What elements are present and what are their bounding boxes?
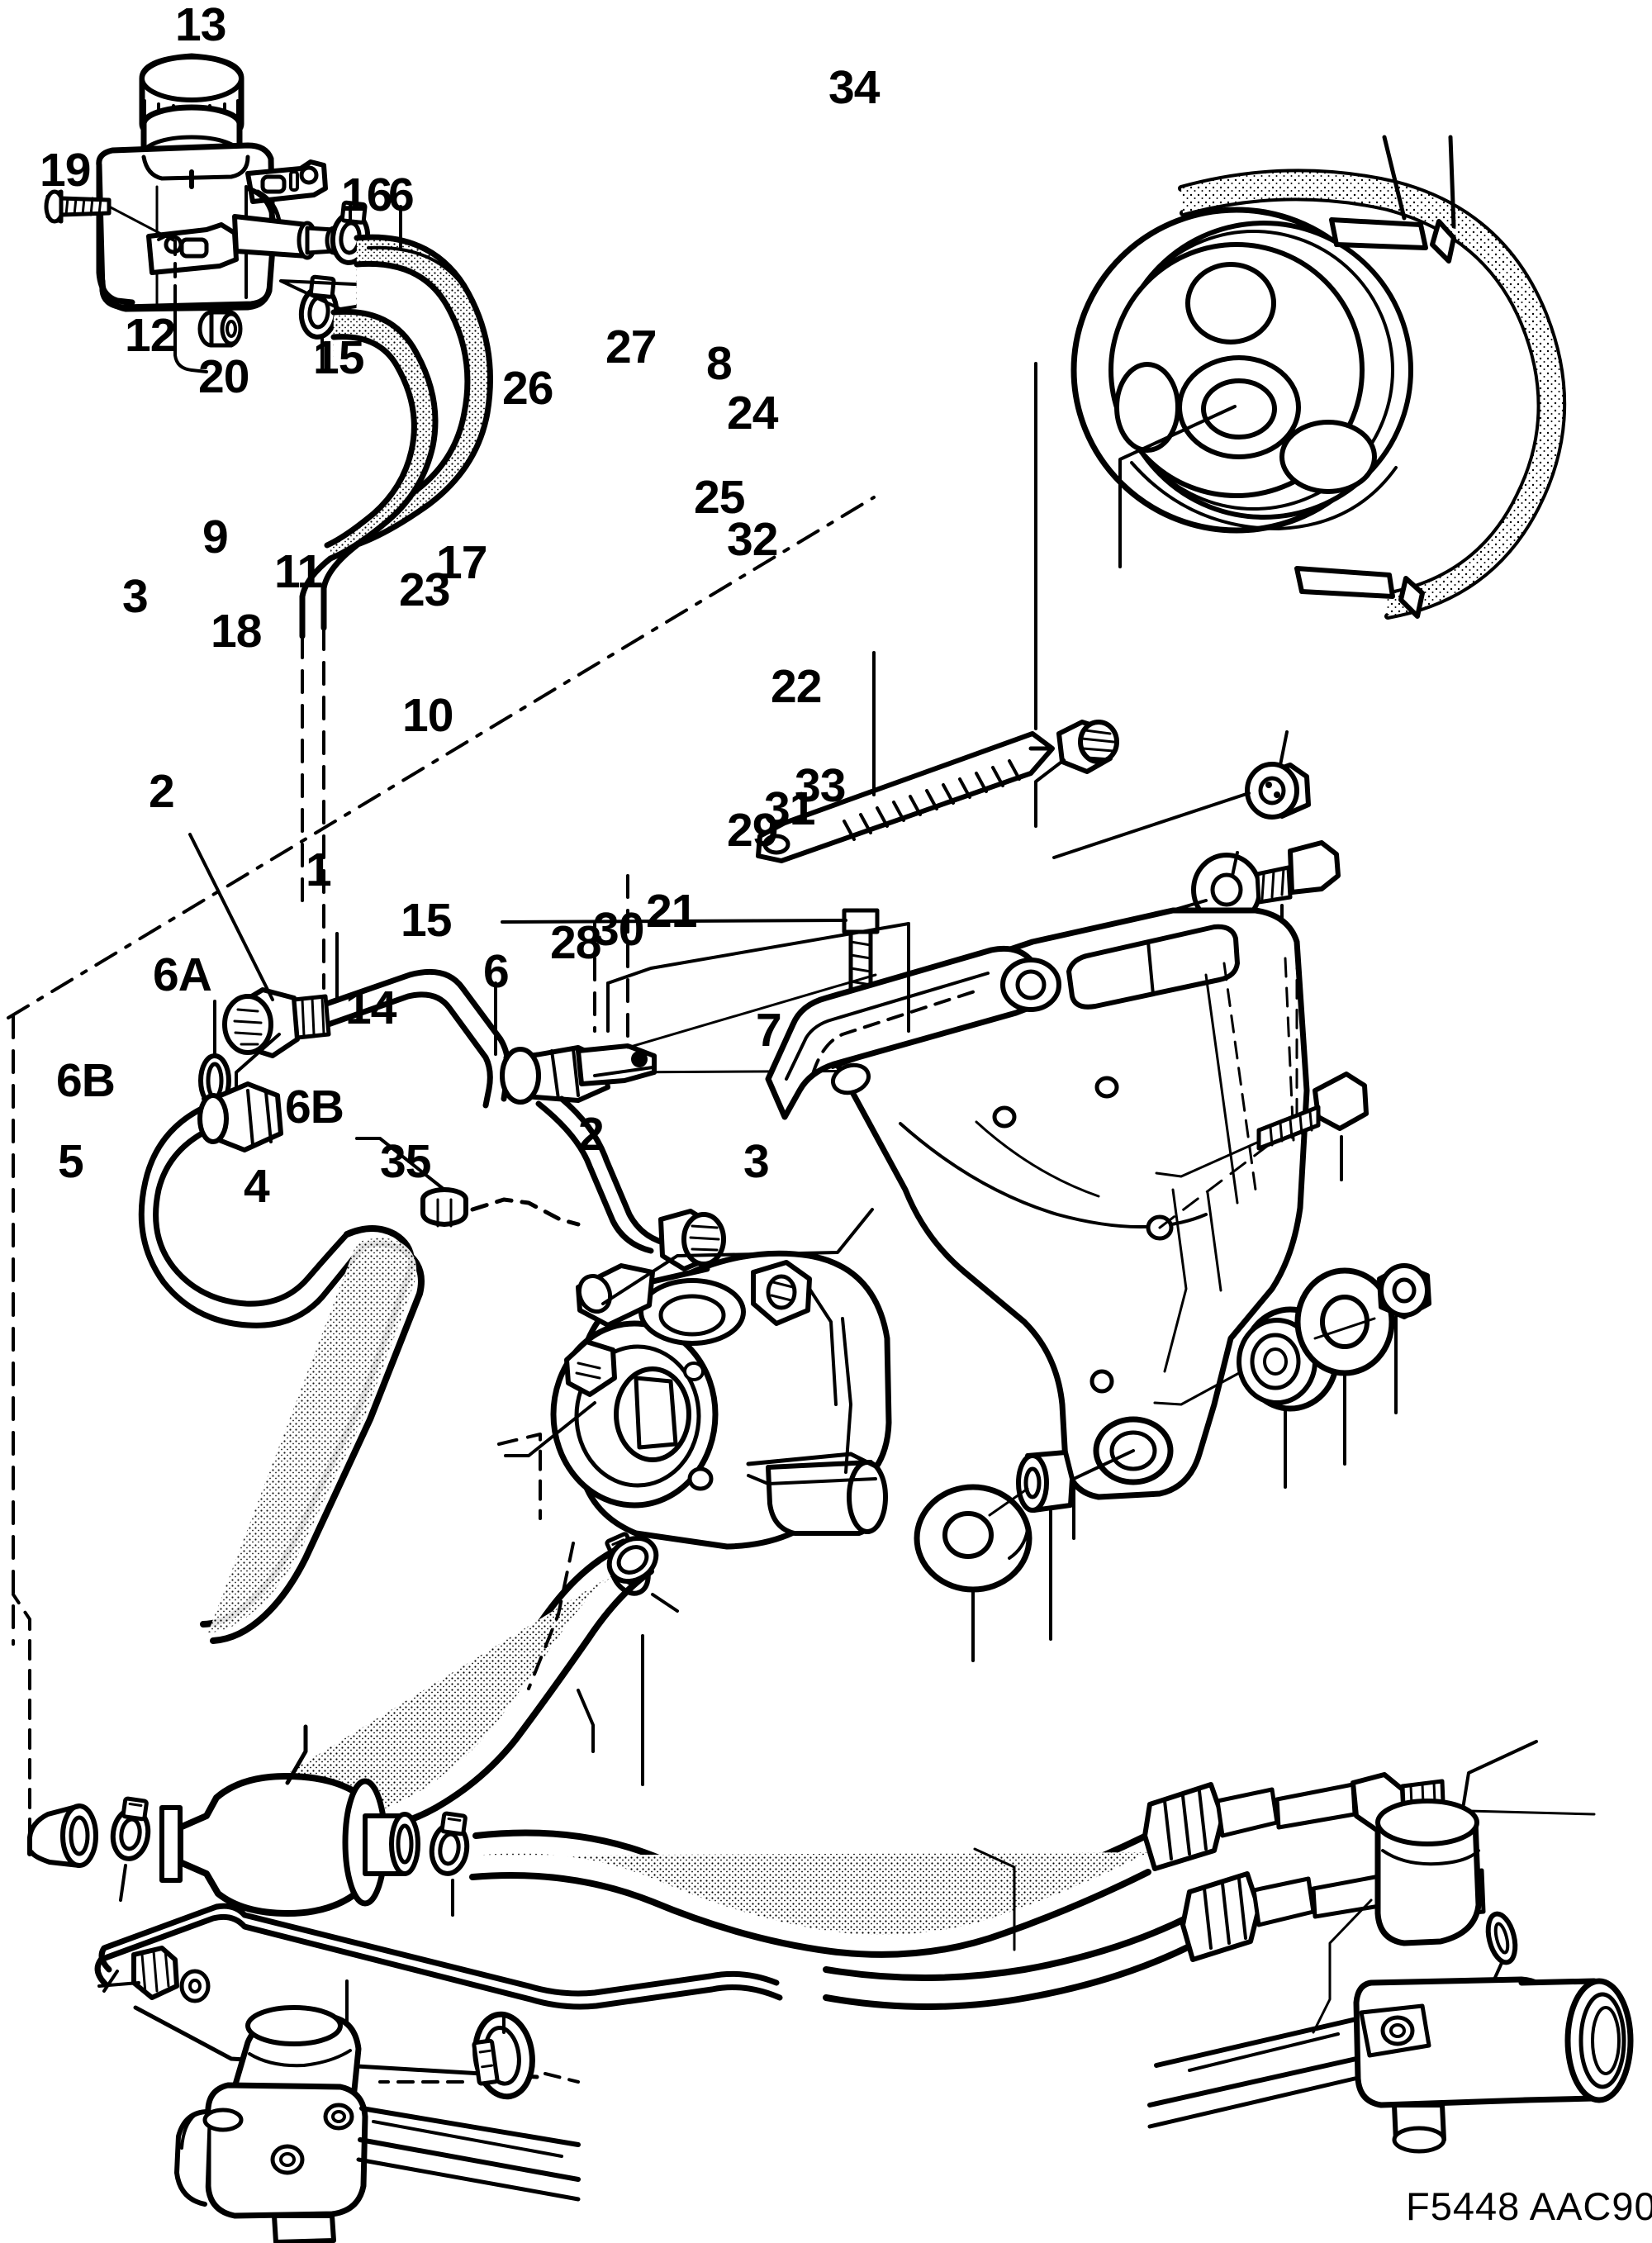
- callout-34: 34: [828, 61, 880, 114]
- callout-25: 25: [694, 471, 745, 524]
- callout-2-lower: 2: [578, 1108, 605, 1161]
- callout-21: 21: [646, 885, 697, 938]
- callout-26: 26: [502, 362, 553, 415]
- callout-29: 29: [727, 804, 778, 857]
- callout-1: 1: [306, 844, 332, 896]
- callout-15-upper: 15: [313, 331, 364, 384]
- callout-27: 27: [605, 321, 657, 373]
- figure-caption: F5448 AAC90: [1406, 2184, 1652, 2228]
- callout-9: 9: [202, 511, 229, 563]
- callout-6b-right: 6B: [285, 1081, 344, 1133]
- callout-6b-left: 6B: [56, 1054, 116, 1107]
- callout-22: 22: [771, 660, 822, 713]
- callout-4: 4: [244, 1160, 270, 1213]
- callout-18: 18: [211, 605, 262, 658]
- callout-17: 17: [436, 536, 487, 589]
- callout-33: 33: [795, 759, 846, 812]
- callout-19: 19: [40, 144, 91, 197]
- callout-16: 16: [341, 169, 392, 221]
- callout-3-upper: 3: [122, 570, 149, 623]
- callout-20: 20: [198, 350, 249, 403]
- callout-8: 8: [706, 337, 733, 390]
- callout-32: 32: [727, 513, 778, 566]
- callout-7: 7: [756, 1004, 782, 1057]
- callout-15-lower: 15: [401, 894, 452, 947]
- callout-14: 14: [345, 981, 396, 1034]
- callout-11: 11: [274, 545, 323, 598]
- callout-31: 31: [764, 782, 815, 835]
- callout-6a: 6A: [153, 948, 212, 1001]
- callout-12: 12: [125, 309, 176, 362]
- callout-6-lower: 6: [483, 945, 510, 998]
- callout-23: 23: [399, 563, 450, 616]
- callout-24: 24: [727, 387, 778, 440]
- callout-13: 13: [175, 0, 226, 51]
- callout-35: 35: [380, 1135, 431, 1188]
- callout-5: 5: [58, 1135, 84, 1188]
- callout-6-upper: 6: [388, 169, 415, 221]
- callout-10: 10: [402, 689, 453, 742]
- callout-28: 28: [550, 916, 601, 969]
- callout-2-upper: 2: [149, 765, 175, 818]
- callout-30: 30: [593, 903, 644, 956]
- callout-3-lower: 3: [743, 1135, 770, 1188]
